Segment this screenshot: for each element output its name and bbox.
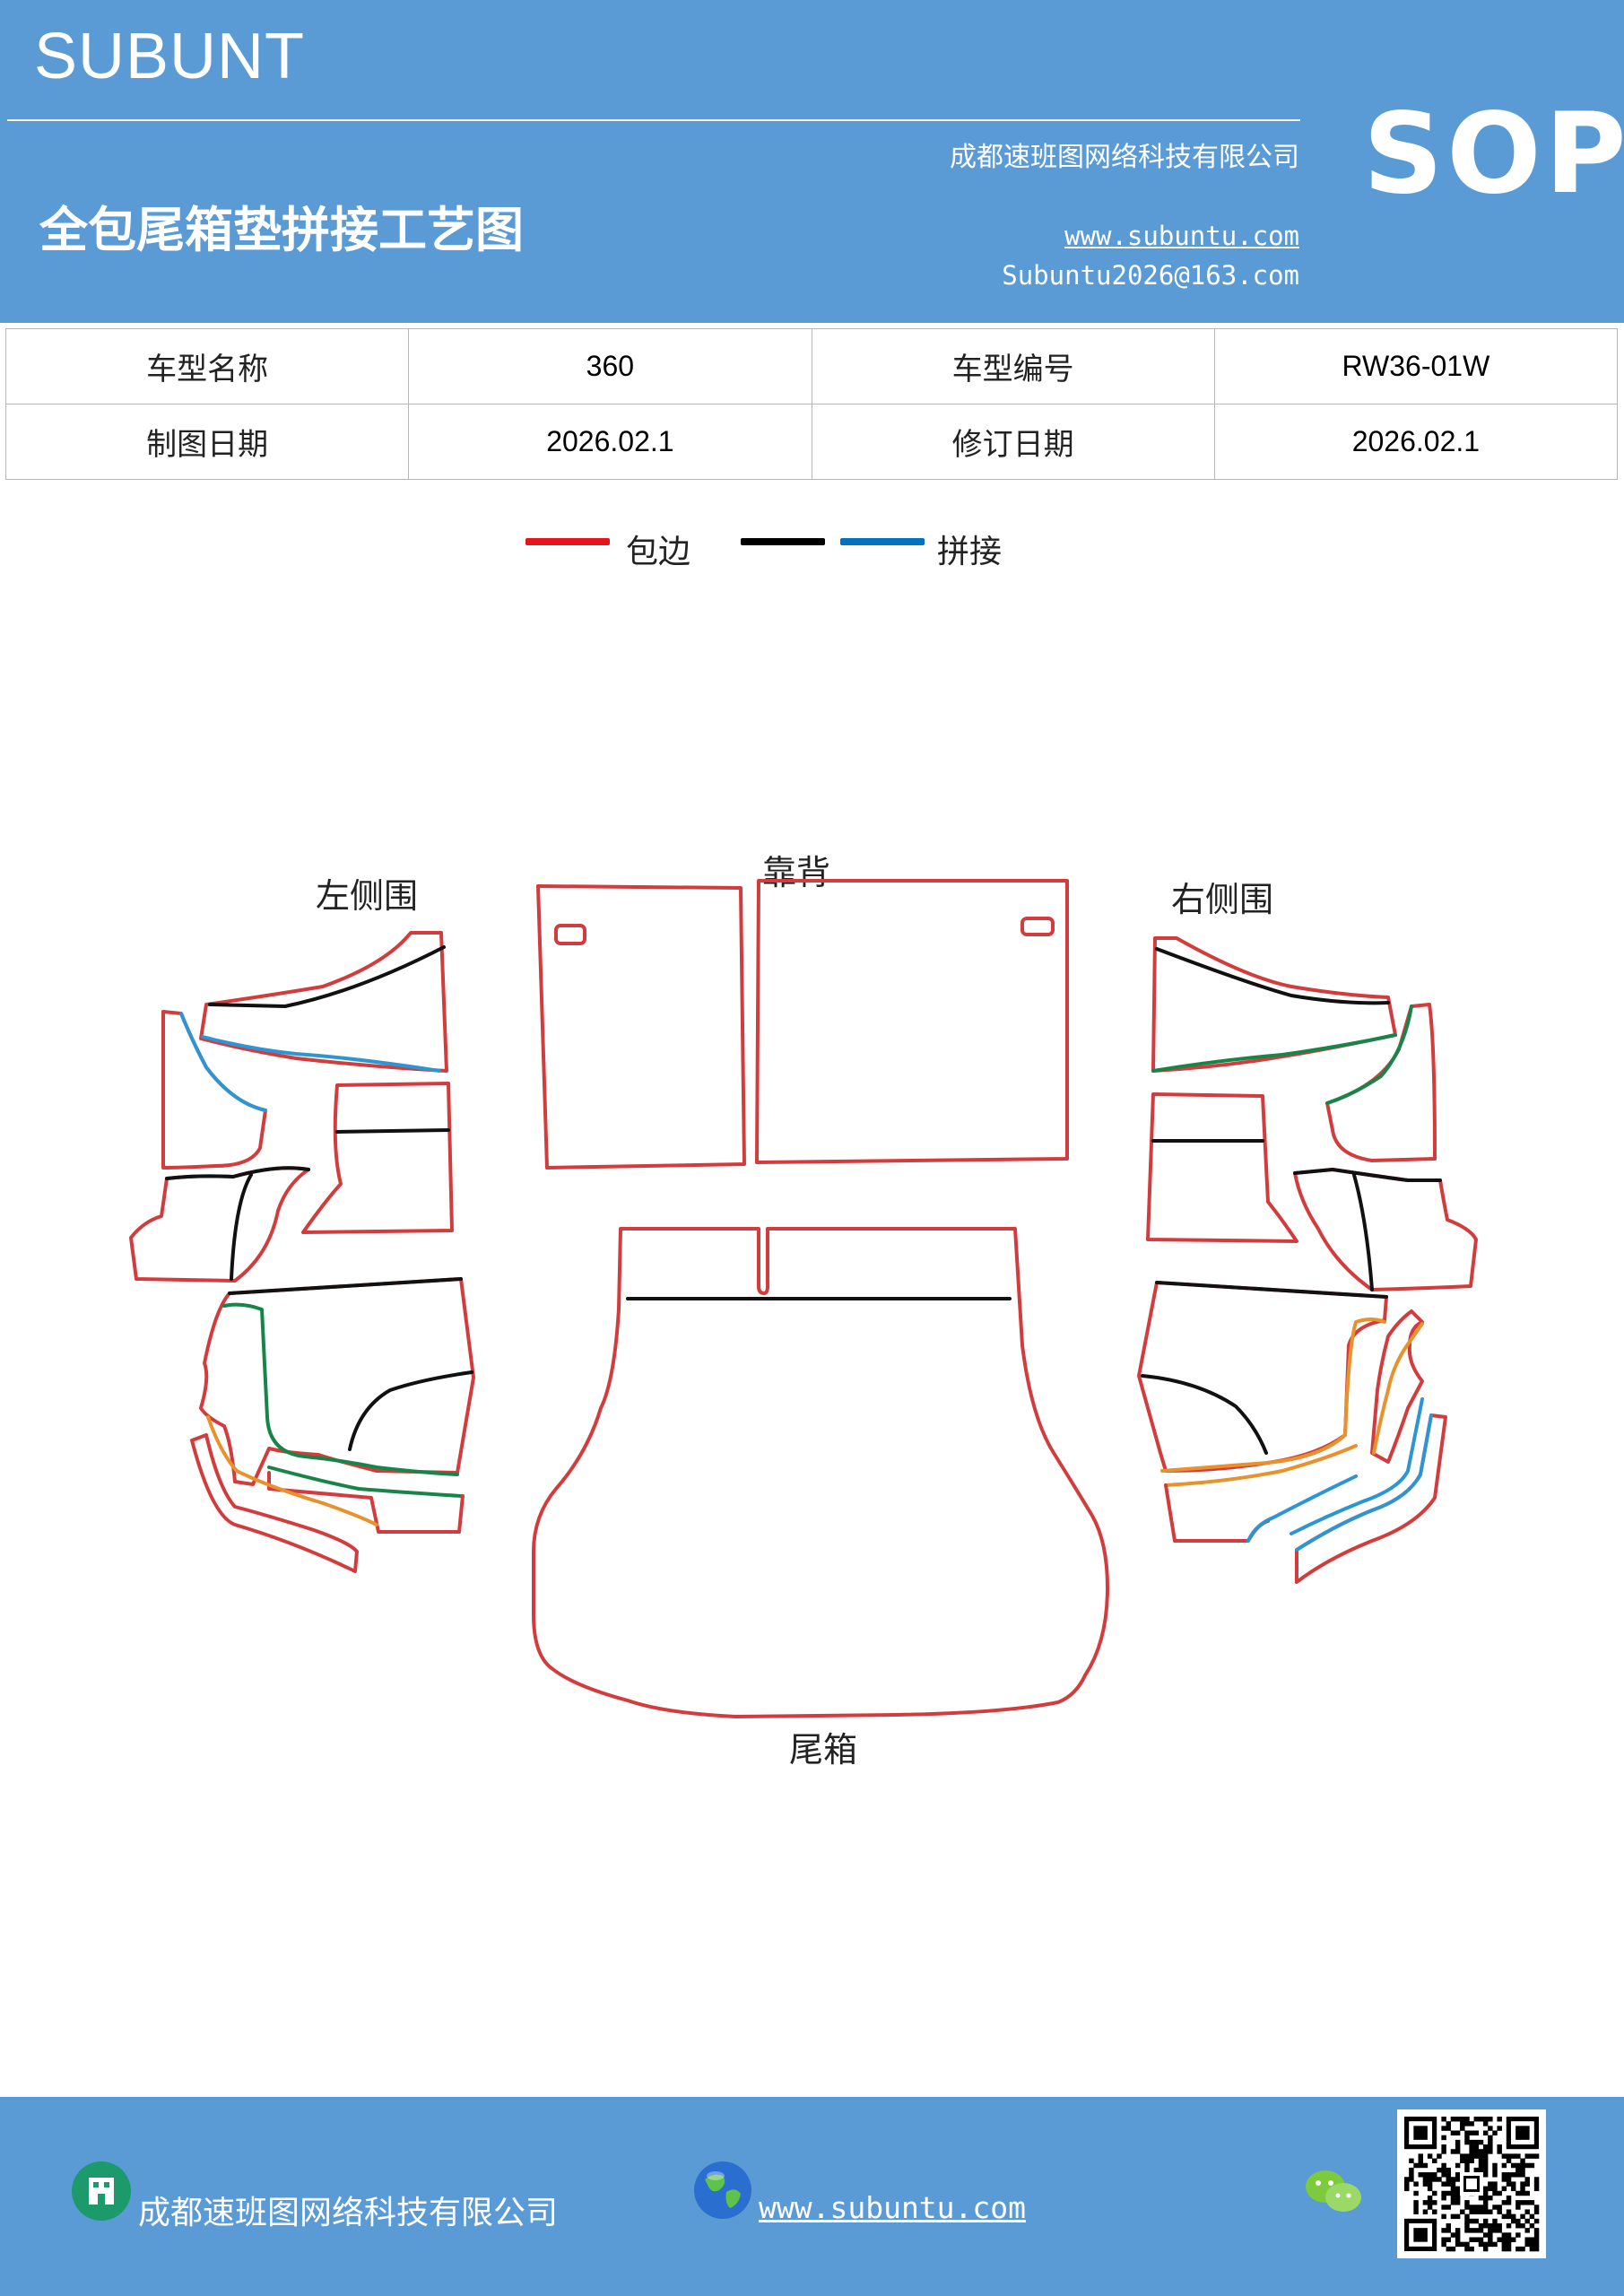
trunk-mat-diagram: 左侧围 靠背 右侧围 尾箱: [129, 853, 1478, 1770]
legend-swatch-seam: [741, 538, 825, 545]
legend-swatch-edge: [525, 538, 610, 545]
building-icon: [72, 2161, 131, 2221]
backrest-right-panel: [755, 879, 1069, 1164]
page-title: 全包尾箱垫拼接工艺图: [39, 202, 524, 258]
legend-label-edge: 包边: [626, 534, 691, 570]
label-trunk: 尾箱: [789, 1730, 857, 1770]
label-back: 靠背: [762, 853, 830, 892]
legend-label-splice: 拼接: [937, 534, 1003, 570]
revision-date-label: 修订日期: [811, 404, 1215, 480]
table-row: 制图日期 2026.02.1 修订日期 2026.02.1: [4, 404, 1619, 480]
legend: 包边 拼接: [0, 520, 1624, 583]
trunk-floor-panel: [532, 1227, 1109, 1718]
draw-date-label: 制图日期: [4, 404, 410, 480]
label-left-side: 左侧围: [316, 876, 418, 916]
right-side-panels: [1137, 936, 1478, 1584]
footer-website-link[interactable]: www.subuntu.com: [759, 2190, 1027, 2225]
model-name-value: 360: [408, 328, 812, 404]
legend-swatch-splice: [840, 538, 925, 545]
brand-name: SUBUNT: [34, 21, 306, 92]
backrest-left-panel: [536, 884, 746, 1170]
model-name-label: 车型名称: [4, 328, 410, 404]
header-email[interactable]: Subuntu2026@163.com: [1002, 260, 1299, 291]
sop-badge: SOP: [1363, 90, 1624, 219]
revision-date-value: 2026.02.1: [1213, 404, 1619, 480]
label-right-side: 右侧围: [1171, 880, 1273, 919]
wechat-icon[interactable]: [1302, 2165, 1365, 2219]
left-side-panels: [129, 931, 475, 1573]
table-row: 车型名称 360 车型编号 RW36-01W: [4, 328, 1619, 404]
model-code-value: RW36-01W: [1213, 328, 1619, 404]
header-website-link[interactable]: www.subuntu.com: [1064, 221, 1299, 251]
model-code-label: 车型编号: [811, 328, 1215, 404]
footer-company-name: 成都速班图网络科技有限公司: [138, 2195, 559, 2231]
qr-code[interactable]: [1397, 2109, 1546, 2258]
draw-date-value: 2026.02.1: [408, 404, 812, 480]
header-company-name: 成都速班图网络科技有限公司: [950, 142, 1299, 173]
footer-banner: 成都速班图网络科技有限公司 www.subuntu.com: [0, 2097, 1624, 2296]
globe-icon: [694, 2161, 751, 2219]
header-divider: [7, 119, 1300, 121]
vehicle-info-table: 车型名称 360 车型编号 RW36-01W 制图日期 2026.02.1 修订…: [4, 328, 1619, 480]
header-banner: SUBUNT 成都速班图网络科技有限公司 全包尾箱垫拼接工艺图 www.subu…: [0, 0, 1624, 323]
